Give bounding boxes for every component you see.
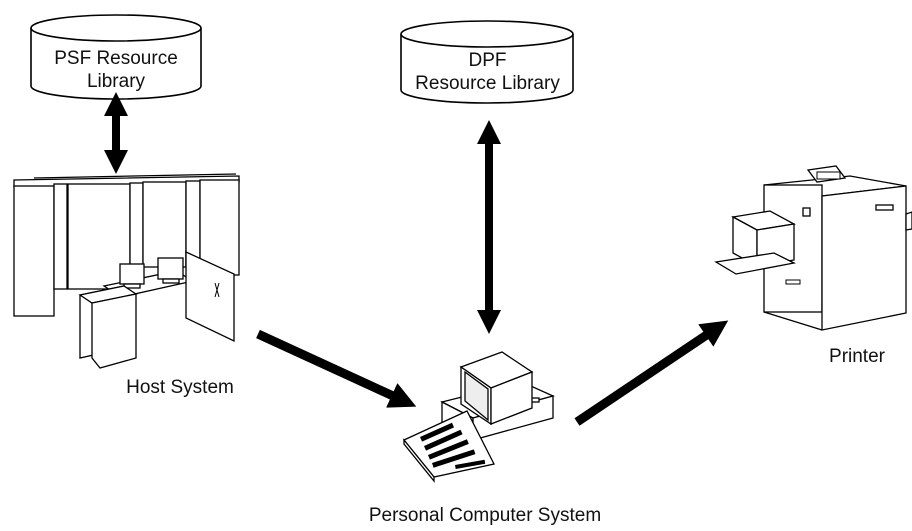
dpf-library-line1: DPF [468,50,507,71]
pc-printer-arrow [574,320,729,426]
host-pc-arrow [256,329,417,408]
psf-library-line1: PSF Resource [54,48,178,69]
host-system-illustration [13,173,240,369]
keyboard-keys [420,422,486,469]
pc-label: Personal Computer System [368,505,602,526]
dpf-library-line2: Resource Library [415,73,560,94]
psf-library-label: PSF Resource Library [36,47,196,93]
dpf-library-cylinder [400,20,574,104]
printer-label: Printer [829,346,885,367]
printer-illustration [714,165,912,331]
dpf-library-label: DPF Resource Library [400,49,575,95]
psf-library-cylinder [30,14,202,100]
host-system-label: Host System [126,377,234,398]
pc-illustration [402,351,555,483]
psf-library-line2: Library [86,71,146,92]
